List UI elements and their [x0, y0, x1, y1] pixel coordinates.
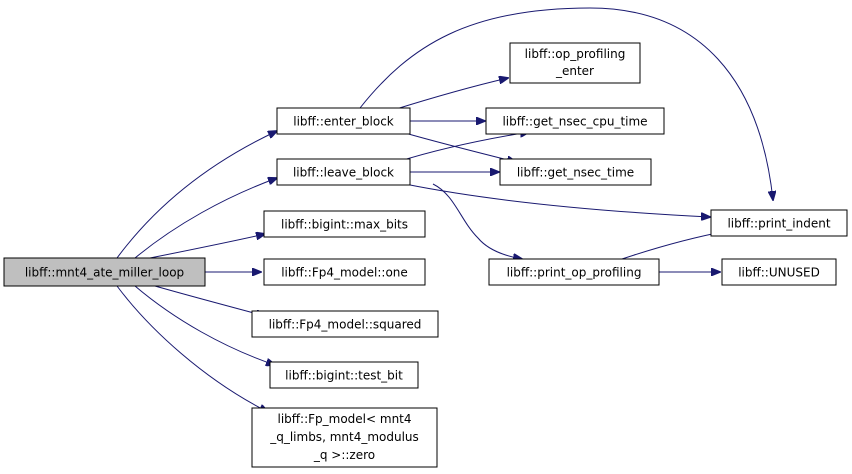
node-get-nsec-cpu-time[interactable]: libff::get_nsec_cpu_time: [485, 107, 665, 135]
edge-leave-print-indent: [404, 183, 710, 217]
edge-leave-print-op-profiling: [432, 183, 522, 259]
edge-root-squared: [154, 285, 265, 316]
edge-root-max-bits: [149, 234, 265, 259]
edge-root-enter-block: [116, 131, 277, 259]
node-bigint-max-bits[interactable]: libff::bigint::max_bits: [263, 210, 426, 238]
node-label: _q_limbs, mnt4_modulus: [269, 430, 419, 444]
nodes-layer: libff::mnt4_ate_miller_loop libff::enter…: [3, 42, 848, 468]
edge-enter-op-profiling-enter: [392, 78, 508, 111]
node-label: libff::bigint::test_bit: [285, 369, 403, 383]
node-get-nsec-time[interactable]: libff::get_nsec_time: [499, 158, 652, 186]
node-print-indent[interactable]: libff::print_indent: [710, 209, 848, 237]
node-fp4-model-squared[interactable]: libff::Fp4_model::squared: [251, 310, 439, 338]
node-label: libff::mnt4_ate_miller_loop: [25, 266, 184, 280]
node-label: libff::print_op_profiling: [507, 266, 642, 280]
edge-root-zero: [116, 285, 268, 412]
node-leave-block[interactable]: libff::leave_block: [276, 158, 411, 186]
node-label: libff::UNUSED: [738, 266, 820, 280]
node-label: _q >::zero: [313, 448, 375, 462]
node-fp-model-zero[interactable]: libff::Fp_model< mnt4 _q_limbs, mnt4_mod…: [251, 407, 438, 468]
node-label: libff::leave_block: [293, 166, 394, 180]
node-mnt4-ate-miller-loop[interactable]: libff::mnt4_ate_miller_loop: [3, 257, 206, 287]
node-label: libff::bigint::max_bits: [281, 218, 408, 232]
node-label: libff::Fp_model< mnt4: [277, 412, 411, 426]
node-fp4-model-one[interactable]: libff::Fp4_model::one: [263, 258, 426, 286]
node-label: libff::Fp4_model::squared: [269, 318, 422, 332]
node-label: libff::get_nsec_time: [517, 166, 634, 180]
edge-root-leave-block: [134, 178, 277, 259]
edge-root-test-bit: [134, 285, 275, 365]
node-label: _enter: [555, 64, 594, 78]
node-label: libff::op_profiling: [525, 47, 626, 61]
node-label: libff::Fp4_model::one: [281, 266, 408, 280]
node-bigint-test-bit[interactable]: libff::bigint::test_bit: [269, 361, 419, 389]
node-label: libff::print_indent: [727, 217, 830, 231]
edge-enter-print-indent: [359, 7, 773, 200]
node-unused[interactable]: libff::UNUSED: [721, 258, 837, 286]
node-label: libff::get_nsec_cpu_time: [502, 115, 647, 129]
edges-layer: [116, 7, 773, 412]
node-enter-block[interactable]: libff::enter_block: [276, 107, 411, 135]
node-op-profiling-enter[interactable]: libff::op_profiling _enter: [509, 42, 641, 84]
node-label: libff::enter_block: [293, 115, 394, 129]
edge-leave-get-nsec-cpu-time: [396, 132, 529, 163]
node-print-op-profiling[interactable]: libff::print_op_profiling: [488, 258, 660, 286]
